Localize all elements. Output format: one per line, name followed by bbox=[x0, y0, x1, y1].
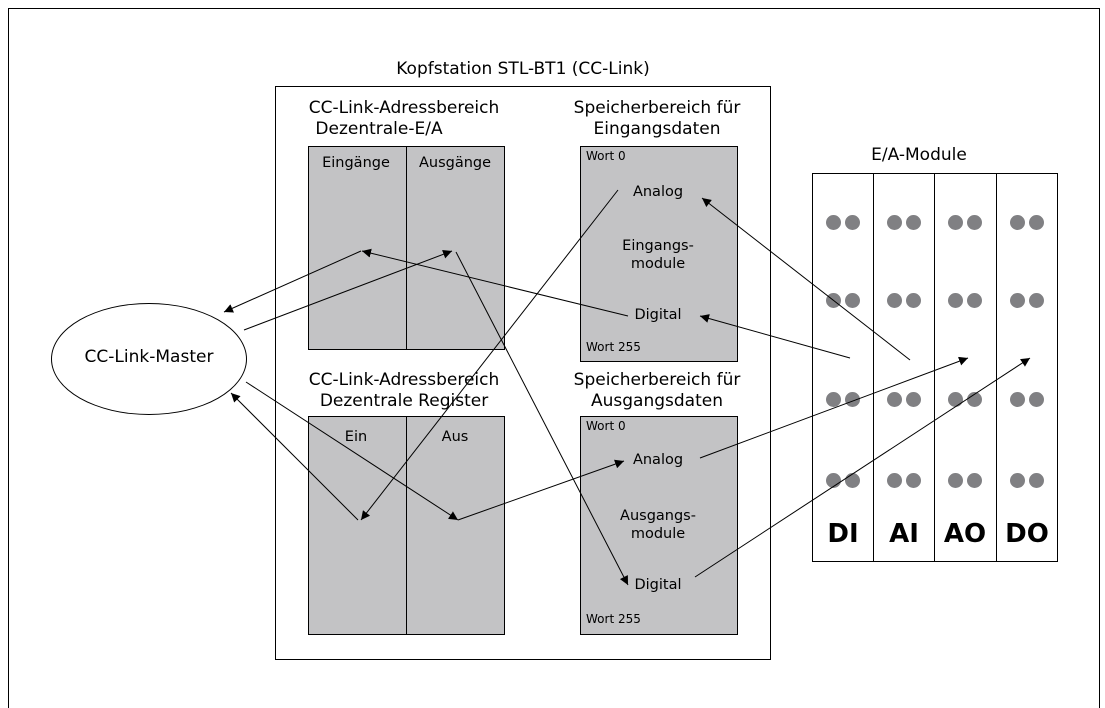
led-ao-1-1 bbox=[948, 215, 963, 230]
led-ai-1-2 bbox=[906, 215, 921, 230]
led-di-2-2 bbox=[845, 293, 860, 308]
io-module-label-ai: AI bbox=[889, 519, 919, 549]
output-memory-word-last: Wort 255 bbox=[586, 612, 641, 626]
arrow-output-digital-to-do bbox=[694, 357, 1031, 578]
register-area-divider bbox=[406, 416, 407, 635]
led-ai-4-2 bbox=[906, 473, 921, 488]
register-col-in: Ein bbox=[344, 429, 368, 445]
input-memory-word-first: Wort 0 bbox=[586, 149, 626, 163]
head-station-box bbox=[275, 86, 771, 660]
led-ai-2-2 bbox=[906, 293, 921, 308]
figure-frame bbox=[8, 8, 1100, 708]
register-col-out: Aus bbox=[441, 429, 469, 445]
input-memory-analog: Analog bbox=[632, 184, 684, 200]
led-do-1-2 bbox=[1029, 215, 1044, 230]
io-modules-rack bbox=[812, 173, 1058, 562]
arrow-input-digital-to-inputs-area bbox=[361, 248, 629, 317]
led-ao-3-2 bbox=[967, 392, 982, 407]
led-di-3-2 bbox=[845, 392, 860, 407]
led-ai-2-1 bbox=[887, 293, 902, 308]
led-ai-3-2 bbox=[906, 392, 921, 407]
arrow-outputs-area-to-output-digital bbox=[455, 251, 629, 586]
arrow-ein-to-master bbox=[230, 392, 359, 521]
io-module-divider-2 bbox=[934, 173, 935, 562]
input-memory-title-line1: Speicherbereich für bbox=[573, 98, 741, 118]
led-ao-4-2 bbox=[967, 473, 982, 488]
io-module-label-di: DI bbox=[827, 519, 859, 549]
output-memory-digital: Digital bbox=[634, 577, 682, 593]
led-di-1-1 bbox=[826, 215, 841, 230]
arrow-master-to-outputs-area bbox=[243, 249, 453, 331]
output-memory-modules-line1: Ausgangs- bbox=[620, 508, 696, 524]
io-module-label-do: DO bbox=[1005, 519, 1049, 549]
input-memory-modules-line1: Eingangs- bbox=[622, 238, 694, 254]
led-ao-4-1 bbox=[948, 473, 963, 488]
arrow-ai-to-input-analog bbox=[701, 197, 911, 361]
io-module-divider-3 bbox=[996, 173, 997, 562]
io-col-inputs: Eingänge bbox=[322, 155, 390, 171]
led-do-3-2 bbox=[1029, 392, 1044, 407]
cc-link-master-label: CC-Link-Master bbox=[84, 347, 214, 367]
io-area-title-line1: CC-Link-Adressbereich bbox=[308, 98, 500, 118]
io-modules-title: E/A-Module bbox=[871, 145, 967, 165]
led-ao-3-1 bbox=[948, 392, 963, 407]
register-area-title-line2: Dezentrale Register bbox=[319, 391, 489, 411]
head-station-title: Kopfstation STL-BT1 (CC-Link) bbox=[396, 59, 650, 79]
arrow-master-to-inputs-area bbox=[223, 250, 362, 313]
led-di-3-1 bbox=[826, 392, 841, 407]
led-do-4-2 bbox=[1029, 473, 1044, 488]
input-memory-modules-line2: module bbox=[630, 256, 686, 272]
io-col-outputs: Ausgänge bbox=[418, 155, 492, 171]
arrow-input-analog-to-ein bbox=[360, 189, 619, 521]
led-do-4-1 bbox=[1010, 473, 1025, 488]
io-module-divider-1 bbox=[873, 173, 874, 562]
arrow-di-to-input-digital bbox=[699, 314, 851, 359]
input-memory-word-last: Wort 255 bbox=[586, 340, 641, 354]
output-memory-analog: Analog bbox=[632, 452, 684, 468]
io-area-divider bbox=[406, 146, 407, 350]
io-area-title-line2: Dezentrale-E/A bbox=[315, 119, 443, 139]
led-do-3-1 bbox=[1010, 392, 1025, 407]
register-area-title-line1: CC-Link-Adressbereich bbox=[308, 370, 500, 390]
output-memory-title-line1: Speicherbereich für bbox=[573, 370, 741, 390]
led-di-1-2 bbox=[845, 215, 860, 230]
output-memory-modules-line2: module bbox=[630, 526, 686, 542]
led-ao-1-2 bbox=[967, 215, 982, 230]
led-ao-2-2 bbox=[967, 293, 982, 308]
output-memory-word-first: Wort 0 bbox=[586, 419, 626, 433]
arrow-aus-to-output-analog bbox=[457, 459, 625, 521]
led-ai-4-1 bbox=[887, 473, 902, 488]
arrow-output-analog-to-ao bbox=[699, 356, 969, 459]
input-memory-digital: Digital bbox=[634, 307, 682, 323]
io-module-label-ao: AO bbox=[943, 519, 987, 549]
output-memory-title-line2: Ausgangsdaten bbox=[591, 391, 723, 411]
input-memory-block bbox=[580, 146, 738, 362]
led-ai-3-1 bbox=[887, 392, 902, 407]
led-do-1-1 bbox=[1010, 215, 1025, 230]
input-memory-title-line2: Eingangsdaten bbox=[593, 119, 721, 139]
output-memory-block bbox=[580, 416, 738, 635]
led-ao-2-1 bbox=[948, 293, 963, 308]
led-ai-1-1 bbox=[887, 215, 902, 230]
led-do-2-1 bbox=[1010, 293, 1025, 308]
arrow-master-to-aus bbox=[245, 381, 459, 521]
cc-link-master bbox=[51, 303, 247, 415]
led-do-2-2 bbox=[1029, 293, 1044, 308]
